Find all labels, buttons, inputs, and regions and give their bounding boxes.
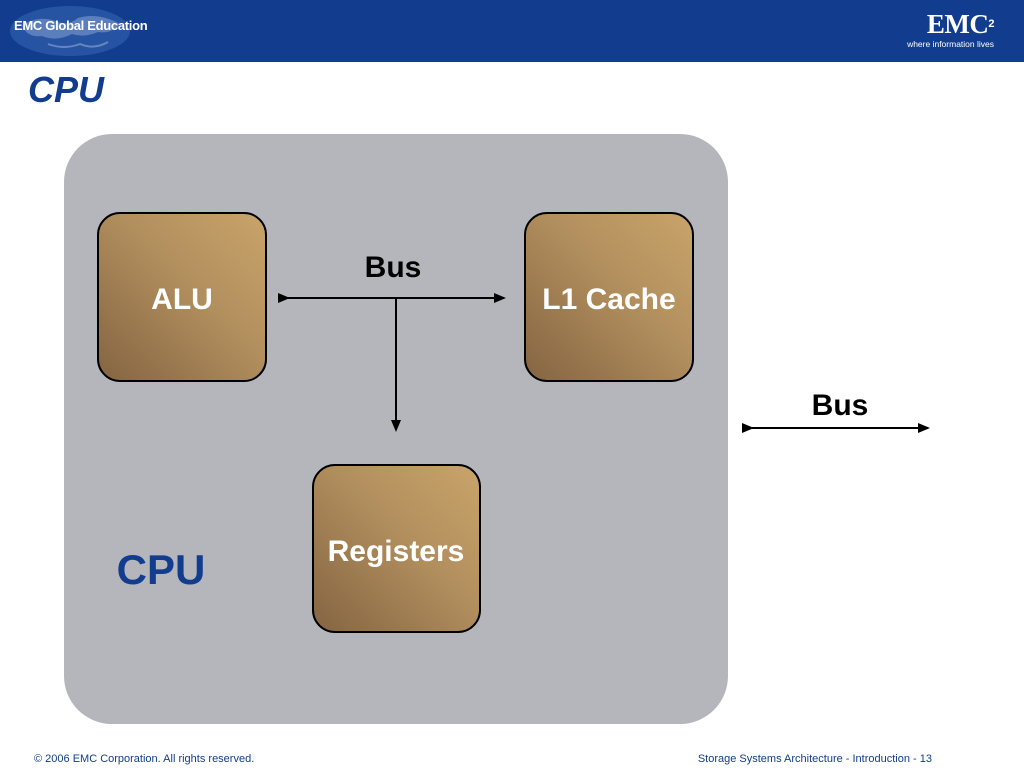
alu-label: ALU <box>151 283 213 316</box>
alu-box: ALU <box>97 212 267 382</box>
footer-copyright: © 2006 EMC Corporation. All rights reser… <box>34 753 255 765</box>
registers-box: Registers <box>312 464 481 633</box>
logo-left-text: EMC Global Education <box>14 18 148 33</box>
header-bar: EMC Global Education EMC2 where informat… <box>0 0 1024 62</box>
external-bus-label: Bus <box>812 389 869 422</box>
registers-label: Registers <box>328 535 465 568</box>
internal-bus-label: Bus <box>365 251 422 284</box>
globe-icon <box>10 6 130 56</box>
slide-title: CPU <box>28 69 105 110</box>
footer-course-page: Storage Systems Architecture - Introduct… <box>697 753 932 765</box>
cpu-container-label: CPU <box>117 546 206 593</box>
emc-global-education-logo: EMC Global Education <box>8 4 148 58</box>
l1-cache-label: L1 Cache <box>542 283 675 316</box>
emc-wordmark: EMC2 <box>894 9 995 39</box>
emc-superscript: 2 <box>988 18 994 30</box>
emc-tagline: where information lives <box>907 39 994 49</box>
emc-logo: EMC2 where information lives <box>894 10 994 54</box>
emc-wordmark-text: EMC <box>926 9 989 39</box>
l1-cache-box: L1 Cache <box>524 212 694 382</box>
